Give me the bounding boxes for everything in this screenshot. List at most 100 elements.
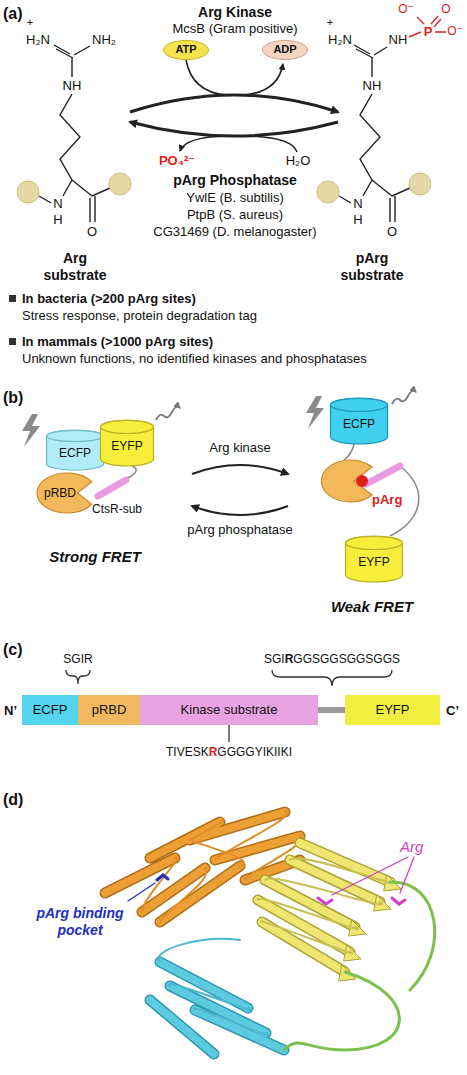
annotation: pArg Phosphatase [173, 172, 297, 189]
backbone-bead [317, 181, 339, 203]
node-shape [345, 695, 440, 725]
annotation: CtsR-sub [92, 502, 142, 516]
sequence-text: GGGGYIKIIKI [217, 745, 292, 759]
node-label: ADP [273, 43, 296, 56]
reaction-arrows [130, 60, 338, 152]
linker [128, 466, 136, 478]
protein-structure [258, 858, 392, 953]
prbd-bound [321, 460, 372, 502]
annotation: In bacteria (>200 pArg sites) [22, 291, 196, 307]
annotation: pArg binding pocket [20, 905, 140, 939]
annotation: H₂O [286, 153, 311, 169]
annotation: Arg kinase [209, 440, 270, 456]
annotation: Arg [400, 838, 423, 856]
reaction-arrows [130, 122, 338, 136]
backbone-bead [409, 173, 431, 195]
atom-label: NH [63, 78, 82, 94]
atom-label: H₂N [328, 32, 352, 48]
bullet-square [9, 295, 16, 345]
protein-structure [332, 857, 414, 895]
node-shape [346, 537, 403, 550]
annotation: Stress response, protein degradation tag [22, 308, 257, 324]
brace [66, 670, 90, 684]
annotation: Unknown functions, no identified kinases… [22, 351, 367, 367]
substrate-peptide [98, 480, 126, 496]
chemical-bonds [339, 94, 410, 222]
fret-arrows [192, 506, 288, 515]
reaction-arrows [186, 60, 226, 95]
sequence-text: C’ [446, 703, 459, 719]
atom-label: + [327, 16, 333, 29]
chemical-bonds [39, 94, 110, 222]
protein-structure [150, 962, 284, 1054]
protein-domain: EYFP [100, 420, 154, 466]
protein-structure [157, 875, 168, 880]
node-shape [22, 695, 78, 725]
fret-arrows [192, 465, 288, 474]
construct-segment: ECFP [22, 695, 78, 725]
sequence-text: GGSGGSGGSGGS [293, 652, 400, 666]
reaction-arrows [180, 136, 226, 151]
emission-wave [156, 407, 180, 420]
panel-label: (c) [3, 640, 23, 659]
chemical-bonds [339, 94, 410, 222]
molecule-badge: ADP [262, 40, 308, 60]
linker-segment [228, 725, 229, 742]
backbone-bead [109, 173, 131, 195]
atom-label: O [87, 224, 97, 240]
node-shape [47, 431, 104, 442]
annotation: pArg phosphatase [187, 522, 293, 538]
node-shape [331, 399, 388, 412]
protein-domain: EYFP [345, 536, 403, 582]
construct-segment: pRBD [78, 695, 140, 725]
sequence-row: SGIRGGSGGSGGSGGS [264, 652, 400, 666]
panel-label: (b) [3, 388, 23, 407]
construct-segment: EYFP [345, 695, 440, 725]
node-shape [37, 473, 92, 513]
node-label: pRBD [44, 486, 76, 500]
annotation: PO₄²⁻ [159, 153, 195, 169]
bullet-square [9, 338, 16, 345]
panel-label: (d) [3, 790, 23, 809]
atom-label: N [353, 196, 362, 212]
chemical-bonds [354, 45, 387, 77]
node-label: pRBD [92, 702, 127, 718]
node-shape [101, 421, 154, 434]
protein-structure [150, 962, 284, 1054]
emission-wave [392, 391, 416, 404]
atom-label: O⁻ [447, 24, 463, 38]
atom-label: H [353, 212, 362, 228]
protein-structure [150, 962, 284, 1054]
protein-domain: ECFP [46, 430, 104, 470]
atom-label: NH₂ [92, 32, 116, 48]
protein-structure [159, 939, 269, 1035]
brace [272, 670, 392, 686]
excitation-bolt [306, 396, 324, 429]
atom-label: H₂N [26, 32, 50, 48]
annotation: Arg Kinase [198, 4, 272, 21]
node-label: Kinase substrate [181, 702, 278, 718]
substrate-peptide [366, 466, 400, 484]
atom-label: + [27, 16, 33, 29]
node-shape [78, 695, 140, 725]
protein-structure [105, 812, 435, 1054]
node-label: ECFP [33, 702, 68, 718]
atom-label: O [441, 2, 450, 16]
sequence-text: SGIR [63, 652, 92, 666]
protein-domain: pRBD [36, 472, 98, 514]
node-label: EYFP [358, 555, 389, 569]
protein-structure [159, 939, 269, 1035]
atom-label: H [53, 212, 62, 228]
sequence-text: TIVESK [166, 745, 209, 759]
reaction-arrows [246, 136, 297, 152]
excitation-bolt [22, 396, 324, 447]
protein-structure [128, 883, 155, 901]
prbd-bound [356, 475, 368, 487]
protein-domain: ECFP [330, 398, 388, 444]
protein-structure [258, 858, 392, 953]
node-label: ECFP [343, 417, 375, 431]
annotation: In mammals (>1000 pArg sites) [22, 334, 213, 350]
linker [344, 444, 354, 460]
node-shape [164, 41, 209, 60]
